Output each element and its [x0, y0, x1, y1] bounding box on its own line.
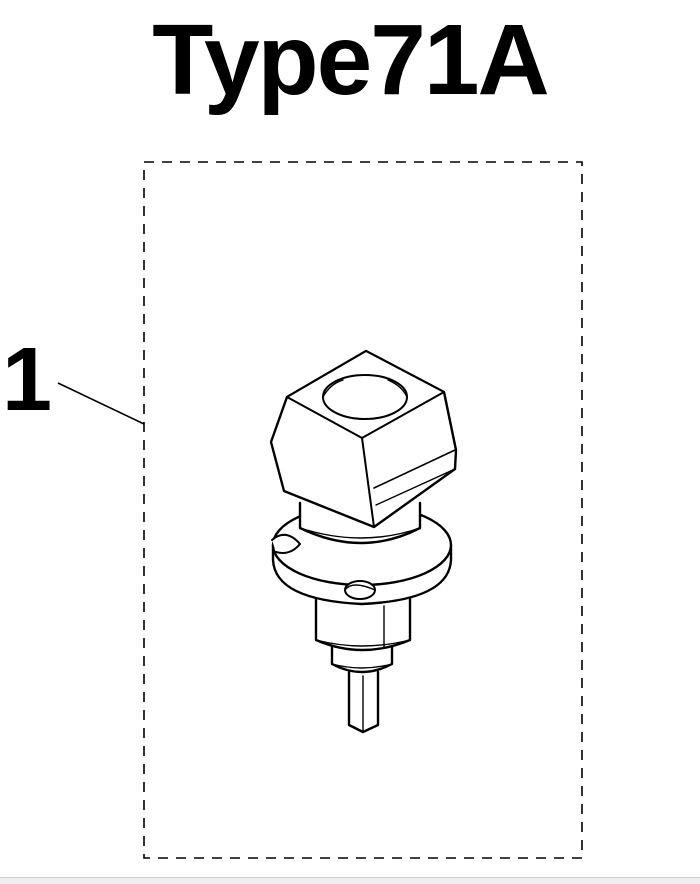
- diagram-title: Type71A: [152, 4, 549, 116]
- bottom-strip: [0, 877, 700, 884]
- callout-leader-line: [57, 382, 145, 425]
- suction-nozzle-icon: [269, 349, 458, 734]
- callout-number: 1: [2, 330, 53, 430]
- dashed-boundary-box: [143, 161, 583, 859]
